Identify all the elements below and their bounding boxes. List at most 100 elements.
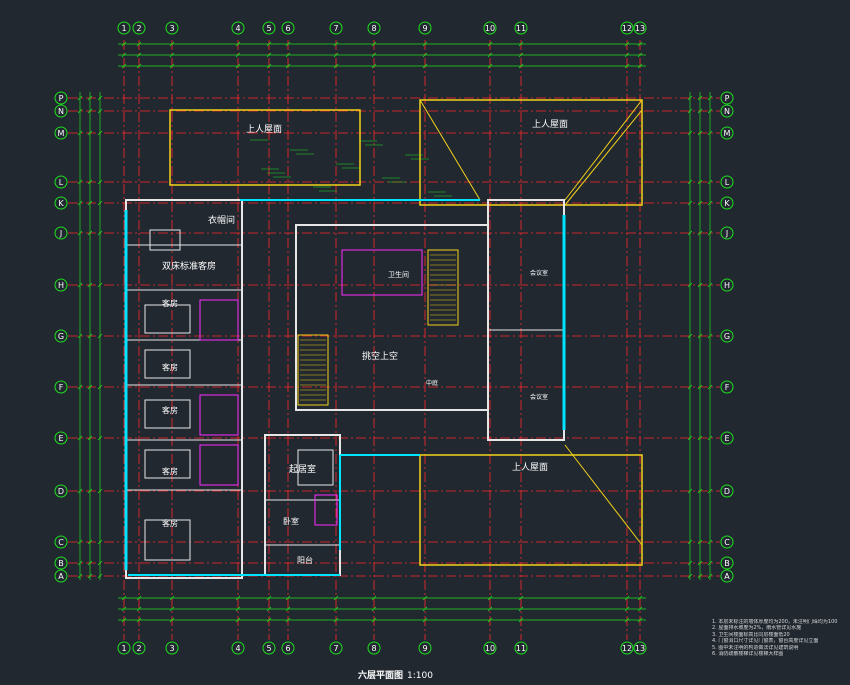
axis-bubble-col: 4 [231, 641, 245, 655]
svg-text:G: G [724, 332, 730, 341]
svg-text:5: 5 [266, 644, 271, 653]
svg-text:4: 4 [235, 24, 240, 33]
svg-text:D: D [58, 487, 64, 496]
svg-text:C: C [58, 538, 64, 547]
axis-bubble-col: 13 [633, 641, 647, 655]
axis-bubble-row: F [720, 380, 734, 394]
axis-bubble-row: B [720, 556, 734, 570]
svg-text:10: 10 [485, 24, 495, 33]
svg-text:7: 7 [333, 644, 338, 653]
axis-bubble-row: C [54, 535, 68, 549]
svg-text:F: F [725, 383, 730, 392]
svg-text:H: H [724, 281, 730, 290]
axis-bubble-col: 5 [262, 21, 276, 35]
svg-text:K: K [724, 199, 730, 208]
svg-text:6: 6 [285, 644, 290, 653]
svg-text:E: E [724, 434, 729, 443]
room-label-void: 挑空上空 [362, 352, 399, 362]
note-line: 6. 消防疏散楼梯详见楼梯大样图 [712, 651, 784, 658]
axis-bubble-col: 11 [514, 21, 528, 35]
svg-text:B: B [58, 559, 64, 568]
svg-text:E: E [58, 434, 63, 443]
axis-bubble-row: G [720, 329, 734, 343]
note-line: 1. 本层未标注的墙体厚度均为200，未注明门垛均为100 [712, 619, 838, 625]
axis-bubble-col: 3 [165, 21, 179, 35]
axis-bubble-row: J [54, 226, 68, 240]
axis-bubble-row: D [54, 484, 68, 498]
svg-text:9: 9 [422, 24, 427, 33]
svg-text:L: L [59, 178, 64, 187]
room-label-roof-bottom-right: 上人屋面 [512, 463, 549, 473]
svg-text:C: C [724, 538, 730, 547]
room-label-guest-5: 客房 [162, 519, 178, 528]
svg-text:B: B [724, 559, 730, 568]
svg-text:8: 8 [371, 24, 376, 33]
svg-text:J: J [59, 229, 62, 238]
svg-text:8: 8 [371, 644, 376, 653]
axis-bubble-row: N [54, 104, 68, 118]
room-label-east-room-2: 会议室 [530, 394, 549, 401]
axis-bubble-row: P [54, 91, 68, 105]
room-label-bedroom-small: 卧室 [283, 517, 299, 526]
axis-bubble-col: 7 [329, 641, 343, 655]
room-label-roof-top-right: 上人屋面 [532, 120, 569, 130]
svg-text:M: M [58, 129, 65, 138]
axis-bubble-col: 2 [132, 21, 146, 35]
axis-bubble-row: G [54, 329, 68, 343]
svg-text:H: H [58, 281, 64, 290]
svg-text:G: G [58, 332, 64, 341]
svg-text:D: D [724, 487, 730, 496]
axis-bubble-row: B [54, 556, 68, 570]
dimension-lines [77, 41, 713, 623]
svg-text:3: 3 [169, 644, 174, 653]
axis-bubble-col: 5 [262, 641, 276, 655]
room-label-roof-top-left: 上人屋面 [246, 125, 283, 135]
svg-text:J: J [725, 229, 728, 238]
axis-bubble-col: 1 [117, 21, 131, 35]
svg-text:K: K [58, 199, 64, 208]
svg-text:P: P [59, 94, 64, 103]
axis-bubble-row: M [54, 126, 68, 140]
room-label-lounge: 起居室 [289, 465, 317, 475]
room-label-toilet: 卫生间 [388, 271, 409, 279]
axis-bubble-row: A [54, 569, 68, 583]
svg-text:5: 5 [266, 24, 271, 33]
room-label-balcony: 阳台 [297, 556, 313, 565]
axis-bubble-col: 7 [329, 21, 343, 35]
axis-bubble-col: 1 [117, 641, 131, 655]
note-line: 5. 图中未注明的构造做法详见建筑说明 [712, 644, 799, 651]
axis-bubble-col: 9 [418, 21, 432, 35]
svg-text:N: N [724, 107, 730, 116]
room-label-guest-2: 客房 [162, 363, 178, 372]
south-block-wall [264, 434, 341, 576]
axis-bubble-row: J [720, 226, 734, 240]
axis-bubble-row: D [720, 484, 734, 498]
axis-bubble-row: H [720, 278, 734, 292]
room-label-east-room-1: 会议室 [530, 270, 549, 277]
note-line: 4. 门窗洞口尺寸详见门窗表，窗台高度详见立面 [712, 638, 819, 645]
axis-bubble-col: 2 [132, 641, 146, 655]
roof-outlines [169, 99, 643, 566]
roof-left-parapet [169, 109, 361, 186]
west-wing-wall [125, 199, 243, 579]
svg-text:12: 12 [622, 24, 632, 33]
drawing-scale: 1:100 [407, 671, 433, 681]
svg-text:13: 13 [635, 644, 645, 653]
svg-text:A: A [58, 572, 64, 581]
svg-text:1: 1 [121, 24, 126, 33]
svg-text:7: 7 [333, 24, 338, 33]
window-strips [124, 199, 566, 576]
svg-text:13: 13 [635, 24, 645, 33]
axis-bubble-row: F [54, 380, 68, 394]
axis-bubble-row: N [720, 104, 734, 118]
svg-text:F: F [59, 383, 64, 392]
room-label-cloakroom: 衣帽间 [208, 216, 236, 226]
axis-bubble-row: P [720, 91, 734, 105]
stair-east [427, 249, 459, 326]
axis-bubble-col: 11 [514, 641, 528, 655]
note-line: 3. 卫生间楼面标高比同层楼面低20 [712, 631, 790, 638]
core-wall [295, 224, 489, 411]
svg-text:2: 2 [136, 24, 141, 33]
axis-bubble-col: 10 [483, 641, 497, 655]
